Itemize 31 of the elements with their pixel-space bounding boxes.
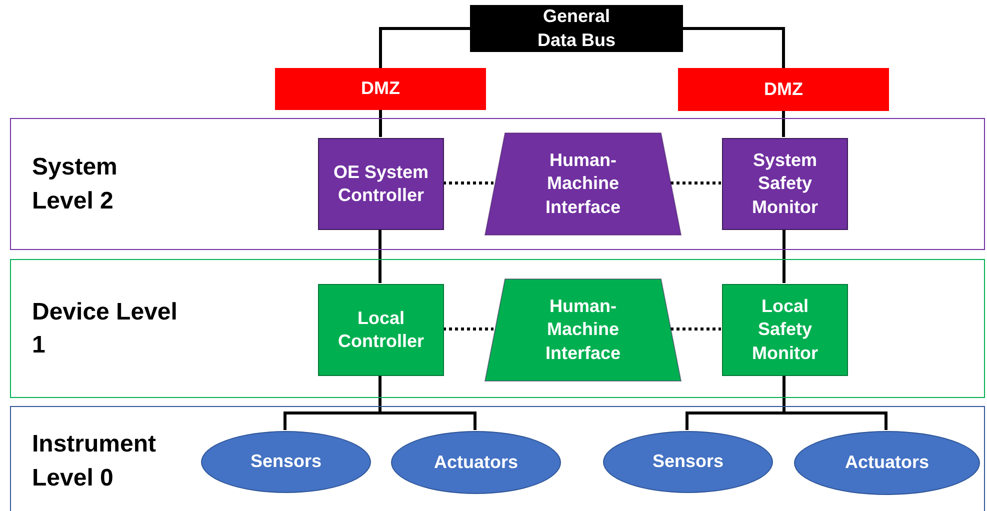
connector-line	[378, 229, 382, 283]
connector-line	[378, 375, 476, 430]
hmi-trapezoid: Human-Machine Interface	[484, 278, 682, 382]
connector-line	[782, 229, 786, 283]
level-band	[10, 406, 985, 511]
device-ellipse: Sensors	[603, 431, 773, 493]
device-ellipse: Sensors	[201, 431, 371, 493]
hmi-trapezoid: Human-Machine Interface	[484, 132, 682, 236]
dotted-connector	[670, 328, 721, 330]
dmz-box: DMZ	[678, 68, 889, 111]
device-ellipse: Actuators	[391, 431, 561, 494]
controller-box: OE System Controller	[318, 138, 444, 230]
connector-line	[683, 27, 785, 68]
connector-line	[782, 111, 785, 137]
connector-line	[379, 110, 382, 137]
level-band	[10, 118, 985, 250]
device-ellipse: Actuators	[794, 431, 980, 495]
band-heading: Instrument Level 0	[32, 429, 158, 493]
band-heading: System Level 2	[32, 152, 118, 216]
controller-box: System Safety Monitor	[722, 138, 848, 230]
level-band	[10, 259, 985, 398]
dotted-connector	[443, 182, 494, 184]
dotted-connector	[670, 182, 721, 184]
bus-box: General Data Bus	[470, 5, 683, 52]
connector-line	[379, 27, 470, 68]
band-heading: Device Level 1	[32, 296, 178, 360]
connector-line	[782, 375, 888, 430]
controller-box: Local Safety Monitor	[722, 284, 848, 376]
dotted-connector	[443, 328, 494, 330]
dmz-box: DMZ	[275, 68, 486, 110]
controller-box: Local Controller	[318, 284, 444, 376]
